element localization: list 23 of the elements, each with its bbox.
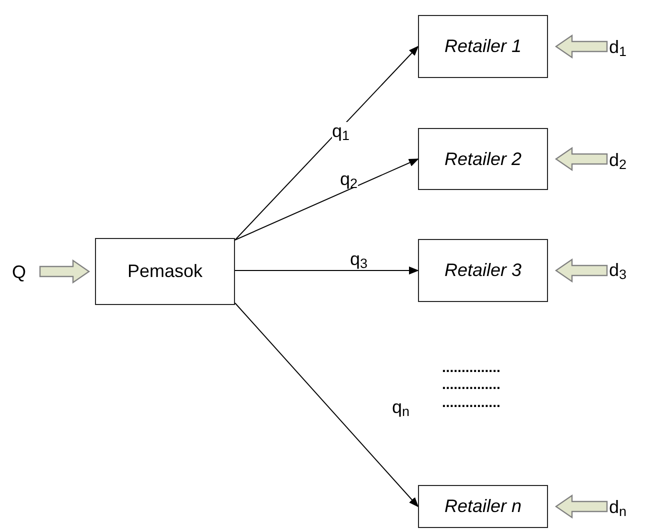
ellipsis-dots: ............... [442,360,500,374]
block-arrow [554,146,608,172]
edge-label: q$_{1}$ [332,122,350,140]
retailer-box: Retailer 3 [418,239,548,302]
node-label: d$_{1}$ [609,33,639,61]
block-arrow [554,494,608,519]
ellipsis-dots: ............... [442,395,500,409]
arrow [234,302,419,508]
retailer-box: Retailer 1 [418,15,548,78]
block-arrow [39,259,90,284]
node-label: d$_{2}$ [609,146,639,174]
ellipsis-dots: ............... [442,377,500,391]
retailer-box: Retailer 2 [418,128,548,190]
arrow [234,266,419,274]
supplier-box: Pemasok [95,238,235,305]
arrow [234,158,419,240]
node-label: Q [12,260,38,284]
node-label: d$_{3}$ [609,256,639,284]
block-arrow [554,34,608,59]
block-arrow [554,258,608,283]
node-label: d$_{n}$ [609,493,639,521]
retailer-box: Retailer n [418,485,548,528]
arrow [234,46,419,240]
